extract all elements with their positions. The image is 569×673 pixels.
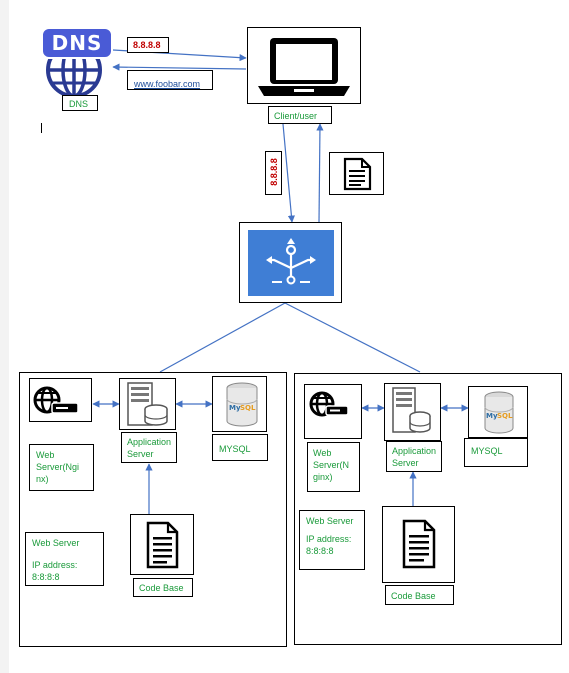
svg-text:SQL: SQL xyxy=(497,412,513,420)
left-app-server-node xyxy=(119,378,176,430)
left-code-base-label: Code Base xyxy=(133,578,193,597)
left-app-server-label: Application Server xyxy=(121,432,177,463)
server-database-icon xyxy=(127,382,168,426)
right-code-base-label: Code Base xyxy=(385,585,454,605)
left-ip-box: Web Server IP address: 8:8:8:8 xyxy=(25,532,104,586)
svg-text:My: My xyxy=(229,404,241,412)
right-db-label: MYSQL xyxy=(464,438,528,467)
left-ip-title: Web Server xyxy=(32,538,80,548)
vertical-ip-label: 8.8.8.8 xyxy=(265,151,282,195)
client-to-lb-arrow xyxy=(282,123,295,223)
dns-label: DNS xyxy=(62,95,98,111)
left-ip-value: 8:8:8:8 xyxy=(32,572,60,582)
right-code-base-node xyxy=(382,506,455,583)
document-icon xyxy=(402,519,436,569)
svg-text:My: My xyxy=(486,412,498,420)
server-group-left xyxy=(19,372,287,647)
lb-to-client-arrow xyxy=(316,123,324,223)
right-db-node: My SQL xyxy=(468,386,528,438)
globe-server-icon xyxy=(33,386,79,414)
request-ip-label: 8.8.8.8 xyxy=(127,37,169,53)
response-domain-label: www.foobar.com xyxy=(127,70,213,90)
right-app-server-label: Application Server xyxy=(386,441,442,472)
right-ip-title: Web Server xyxy=(306,516,354,526)
lb-to-left-server xyxy=(159,302,286,373)
client-label: Client/user xyxy=(268,106,332,124)
response-domain-text[interactable]: www.foobar.com xyxy=(134,79,201,89)
lb-to-right-server xyxy=(284,302,421,373)
document-icon xyxy=(146,521,179,569)
right-ip-value: 8:8:8:8 xyxy=(306,546,334,556)
right-ip-label: IP address: xyxy=(306,534,352,544)
text-cursor xyxy=(41,123,42,133)
load-balancer-icon xyxy=(248,230,334,296)
mysql-database-icon: My SQL xyxy=(484,391,514,434)
load-balancer-node xyxy=(239,222,342,303)
left-db-node: My SQL xyxy=(212,376,267,432)
left-db-label: MYSQL xyxy=(212,434,268,461)
server-database-icon xyxy=(392,387,431,433)
right-ip-box: Web Server IP address: 8:8:8:8 xyxy=(299,510,365,570)
client-to-dns-arrow xyxy=(112,63,247,71)
right-web-server-label: Web Server(Nginx) xyxy=(307,442,360,492)
laptop-icon xyxy=(258,38,350,96)
globe-server-icon xyxy=(309,391,349,417)
right-web-server-node xyxy=(304,384,362,439)
dns-logo-text: DNS xyxy=(51,31,103,55)
left-web-server-node xyxy=(29,378,92,422)
mysql-database-icon: My SQL xyxy=(226,382,258,427)
right-app-server-node xyxy=(384,383,441,441)
server-group-right xyxy=(294,373,562,645)
svg-text:SQL: SQL xyxy=(240,404,256,412)
document-icon xyxy=(343,157,372,191)
dns-globe-icon: DNS xyxy=(40,27,114,98)
client-node xyxy=(247,27,361,104)
document-node xyxy=(329,152,384,195)
left-web-server-label: Web Server(Nginx) xyxy=(29,444,94,491)
left-code-base-node xyxy=(130,514,194,575)
left-ip-label: IP address: xyxy=(32,560,78,570)
